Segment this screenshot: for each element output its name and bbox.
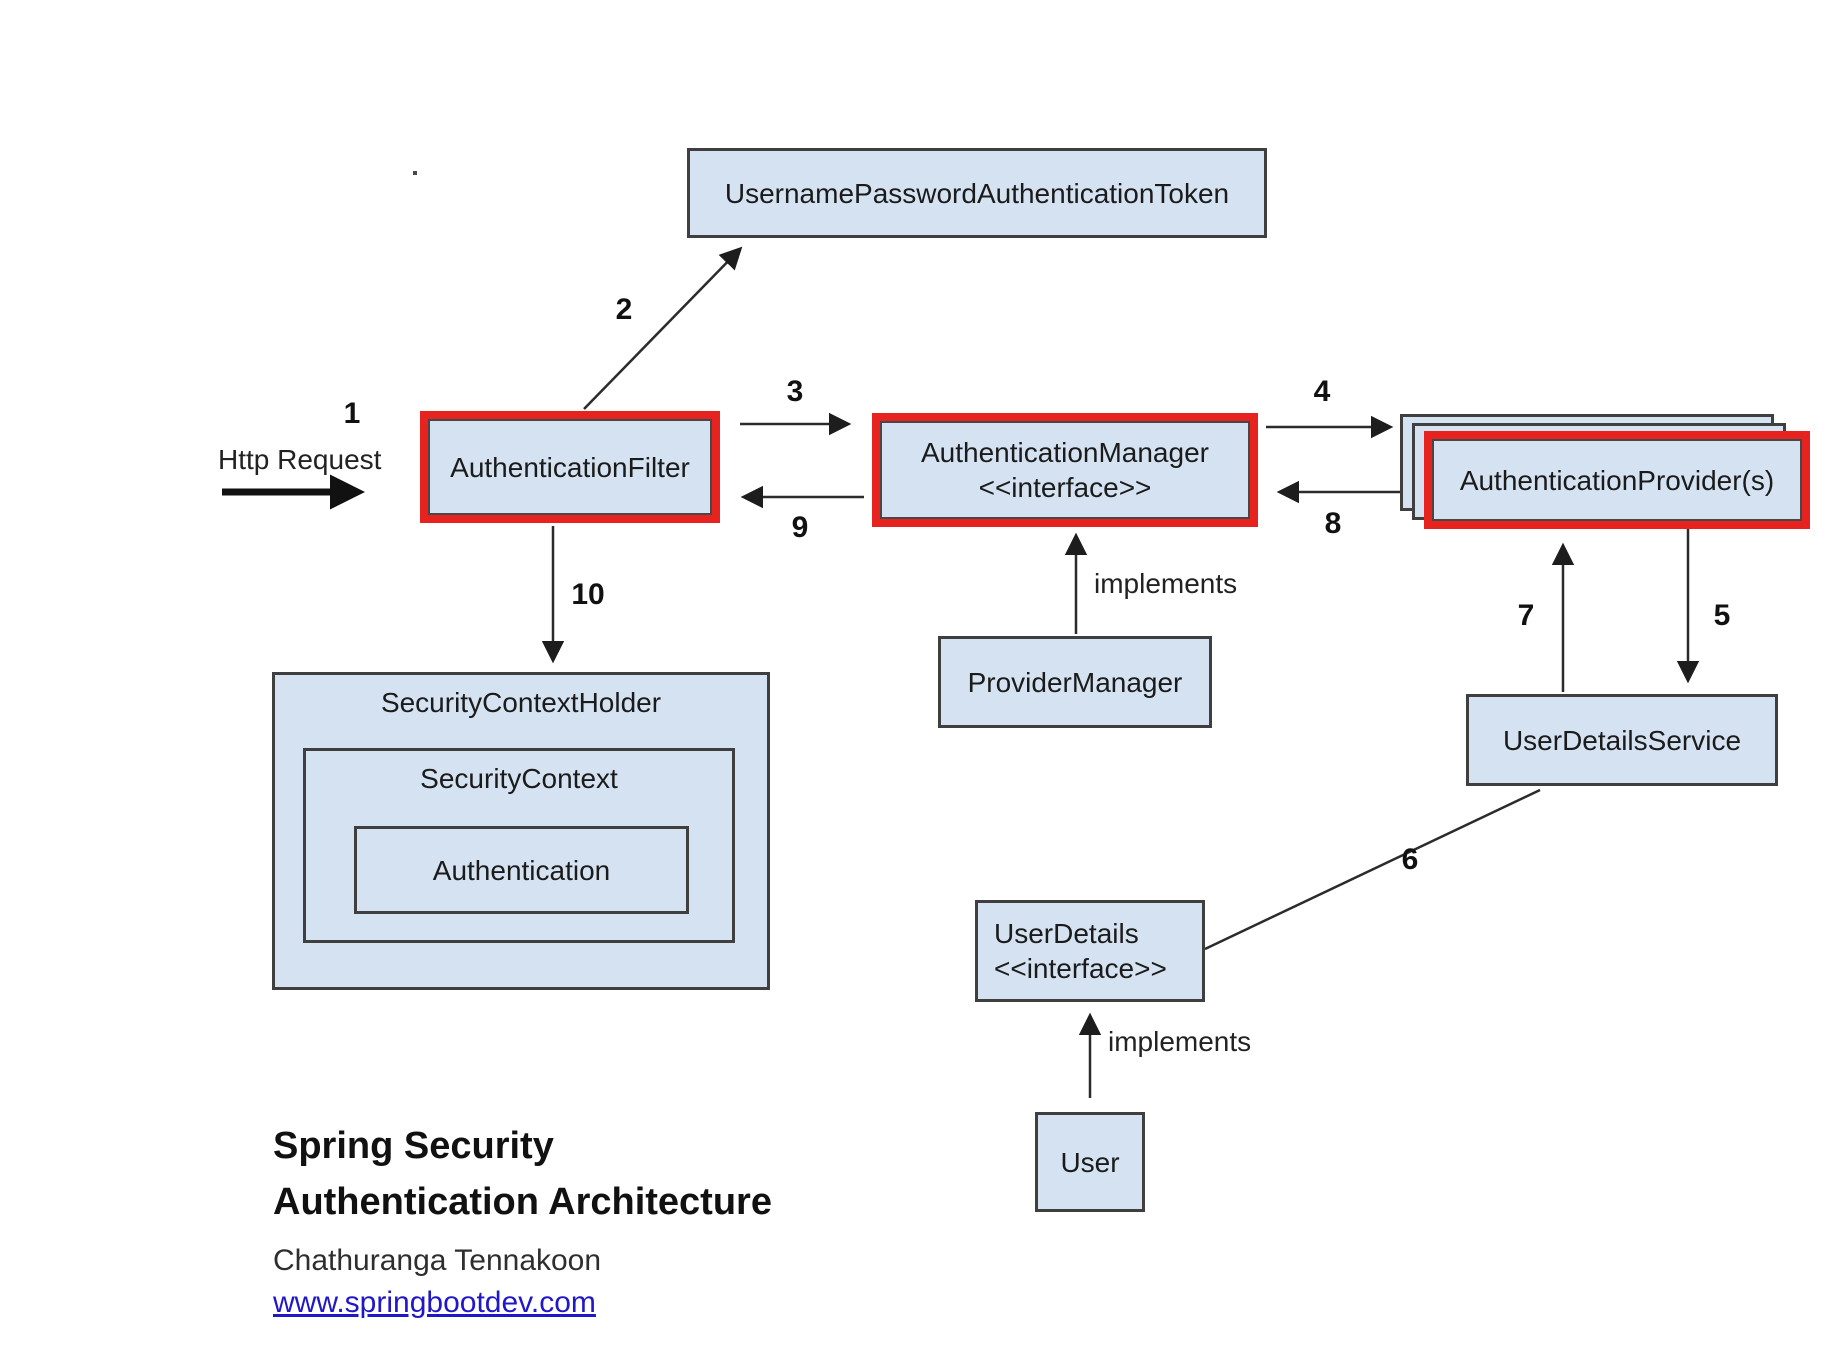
box-authentication-provider-highlight: AuthenticationProvider(s) <box>1424 431 1810 529</box>
box-label: SecurityContextHolder <box>380 687 662 718</box>
step-label-5: 5 <box>1713 599 1731 632</box>
diagram-title: Spring Security Authentication Architect… <box>273 1118 772 1230</box>
http-request-label: Http Request <box>218 444 382 475</box>
box-user-details: UserDetails <<interface>> <box>975 900 1205 1002</box>
box-authentication-filter-highlight: AuthenticationFilter <box>420 411 720 523</box>
implements-label-userdetails: implements <box>1108 1026 1252 1057</box>
step-label-1: 1 <box>343 397 361 430</box>
diagram-title-line1: Spring Security <box>273 1125 554 1167</box>
step-label-3: 3 <box>786 375 804 408</box>
box-label: ProviderManager <box>967 666 1183 698</box>
box-label: AuthenticationFilter <box>450 451 690 483</box>
step-label-2: 2 <box>615 293 633 326</box>
step-label-10: 10 <box>571 578 605 611</box>
box-label: AuthenticationProvider(s) <box>1459 464 1775 496</box>
box-user: User <box>1035 1112 1145 1212</box>
step-label-6: 6 <box>1401 843 1419 876</box>
step-label-4: 4 <box>1313 375 1331 408</box>
box-label: User <box>1060 1146 1120 1178</box>
box-label-line2: <<interface>> <box>978 472 1152 503</box>
box-authentication-provider: AuthenticationProvider(s) <box>1432 439 1802 521</box>
box-label: UsernamePasswordAuthenticationToken <box>724 177 1230 209</box>
box-security-context: SecurityContext Authentication <box>303 748 735 943</box>
box-label: UserDetailsService <box>1502 724 1742 756</box>
box-label-line1: AuthenticationManager <box>921 437 1209 468</box>
box-authentication-manager-highlight: AuthenticationManager <<interface>> <box>872 413 1258 527</box>
author-name: Chathuranga Tennakoon <box>273 1244 602 1277</box>
diagram-title-line2: Authentication Architecture <box>273 1181 772 1224</box>
implements-label-manager: implements <box>1094 568 1238 599</box>
box-authentication-filter: AuthenticationFilter <box>428 419 712 515</box>
step-label-7: 7 <box>1517 599 1535 632</box>
box-provider-manager: ProviderManager <box>938 636 1212 728</box>
box-username-password-authentication-token: UsernamePasswordAuthenticationToken <box>687 148 1267 238</box>
step-label-8: 8 <box>1324 507 1342 540</box>
box-security-context-holder: SecurityContextHolder SecurityContext Au… <box>272 672 770 990</box>
box-user-details-service: UserDetailsService <box>1466 694 1778 786</box>
box-label: Authentication <box>432 854 611 886</box>
website-link[interactable]: www.springbootdev.com <box>273 1286 596 1319</box>
arrow-2-filter-to-token <box>583 246 743 410</box>
box-label-line2: <<interface>> <box>994 953 1167 984</box>
box-authentication: Authentication <box>354 826 689 914</box>
step-label-9: 9 <box>791 511 809 544</box>
box-label: SecurityContext <box>420 763 618 794</box>
box-label-line1: UserDetails <box>994 918 1139 949</box>
box-authentication-provider-stack: AuthenticationProvider(s) <box>1400 414 1812 530</box>
stray-dot <box>413 171 417 175</box>
line-6-userdetails-to-userdetailsservice <box>1204 788 1541 951</box>
box-authentication-manager: AuthenticationManager <<interface>> <box>880 421 1250 519</box>
